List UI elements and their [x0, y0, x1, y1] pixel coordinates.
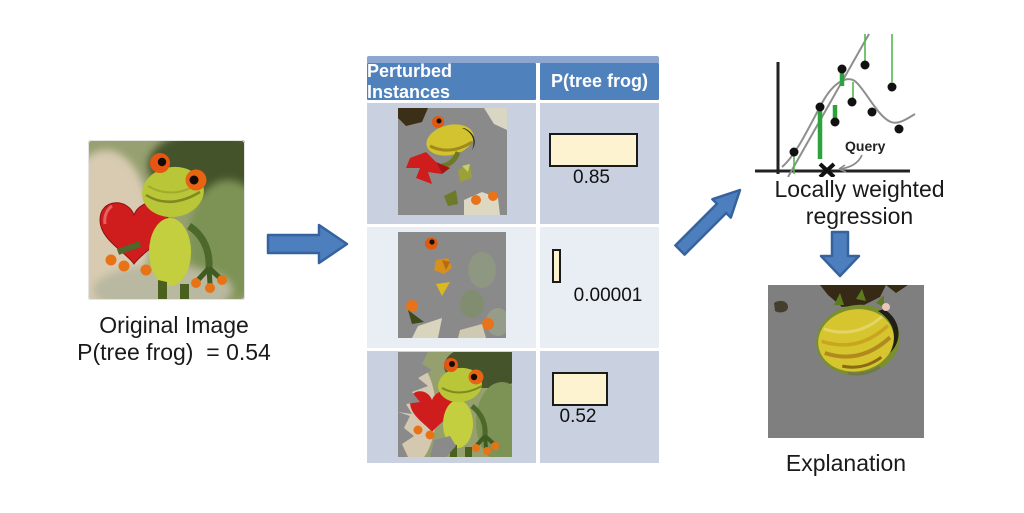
perturbed-image-3 — [398, 352, 512, 457]
perturbed-image-cell-2 — [367, 227, 536, 348]
probability-cell-2: 0.00001 — [540, 227, 659, 348]
down-arrow-icon — [819, 230, 861, 278]
probability-value-3: 0.52 — [559, 406, 597, 427]
original-image-caption: Original Image P(tree frog) = 0.54 — [40, 312, 308, 366]
table-header-row: Perturbed Instances P(tree frog) — [367, 61, 659, 102]
right-arrow-icon — [266, 223, 349, 265]
perturbed-image-cell-1 — [367, 103, 536, 224]
original-caption-line1: Original Image — [99, 312, 249, 338]
regression-caption: Locally weighted regression — [752, 176, 967, 230]
table-top-border — [367, 56, 659, 63]
locally-weighted-regression-sketch: Query — [755, 33, 916, 177]
probability-value-2: 0.00001 — [573, 285, 643, 306]
perturbed-instances-table: Perturbed Instances P(tree frog) — [367, 56, 659, 466]
probability-value-1: 0.85 — [573, 167, 610, 188]
query-label: Query — [845, 138, 886, 154]
probability-cell-1: 0.85 — [540, 103, 659, 224]
probability-bar-1 — [549, 133, 638, 167]
perturbed-image-2 — [398, 232, 506, 338]
query-x-marker — [818, 162, 836, 177]
header-p-tree-frog: P(tree frog) — [540, 63, 659, 100]
original-caption-line2: P(tree frog) = 0.54 — [77, 339, 271, 365]
explanation-caption: Explanation — [785, 450, 907, 476]
perturbed-image-1 — [398, 108, 507, 215]
table-row: 0.85 — [367, 103, 659, 224]
table-row: 0.52 — [367, 351, 659, 463]
up-right-arrow-icon — [674, 188, 742, 256]
regression-caption-line2: regression — [805, 203, 914, 229]
probability-bar-2 — [552, 249, 561, 283]
explanation-image — [768, 285, 924, 438]
header-perturbed-instances: Perturbed Instances — [367, 61, 536, 102]
perturbed-image-cell-3 — [367, 351, 536, 463]
original-frog-image — [88, 140, 245, 300]
probability-bar-3 — [552, 372, 608, 406]
table-row: 0.00001 — [367, 227, 659, 348]
probability-cell-3: 0.52 — [540, 351, 659, 463]
regression-caption-line1: Locally weighted — [774, 176, 945, 202]
